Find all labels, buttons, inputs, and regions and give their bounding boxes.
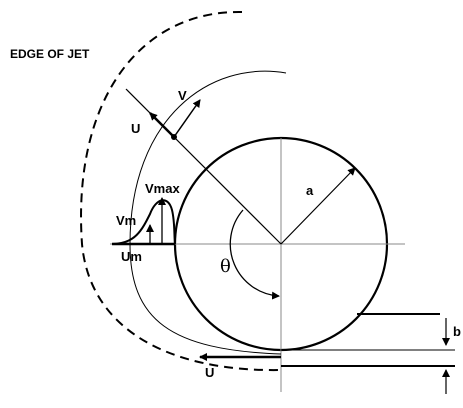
um-label: Um [121, 249, 142, 264]
v-label: V [178, 88, 187, 103]
radial-line [125, 88, 282, 245]
vmax-label: Vmax [145, 181, 180, 196]
vm-label: Vm [116, 213, 136, 228]
u-velocity-arrow [149, 112, 175, 138]
u-top-label: U [131, 121, 140, 136]
theta-arc-arrow [229, 209, 280, 300]
edge-of-jet-label: EDGE OF JET [10, 47, 90, 61]
jet-edge-dashed-curve [80, 10, 282, 372]
v-velocity-arrow [173, 99, 201, 138]
theta-label: θ [220, 256, 231, 277]
b-label: b [453, 324, 461, 339]
u-bottom-label: U [205, 365, 214, 380]
streamline-arc [129, 70, 287, 355]
radius-arrow [280, 167, 356, 245]
a-label: a [306, 183, 314, 198]
